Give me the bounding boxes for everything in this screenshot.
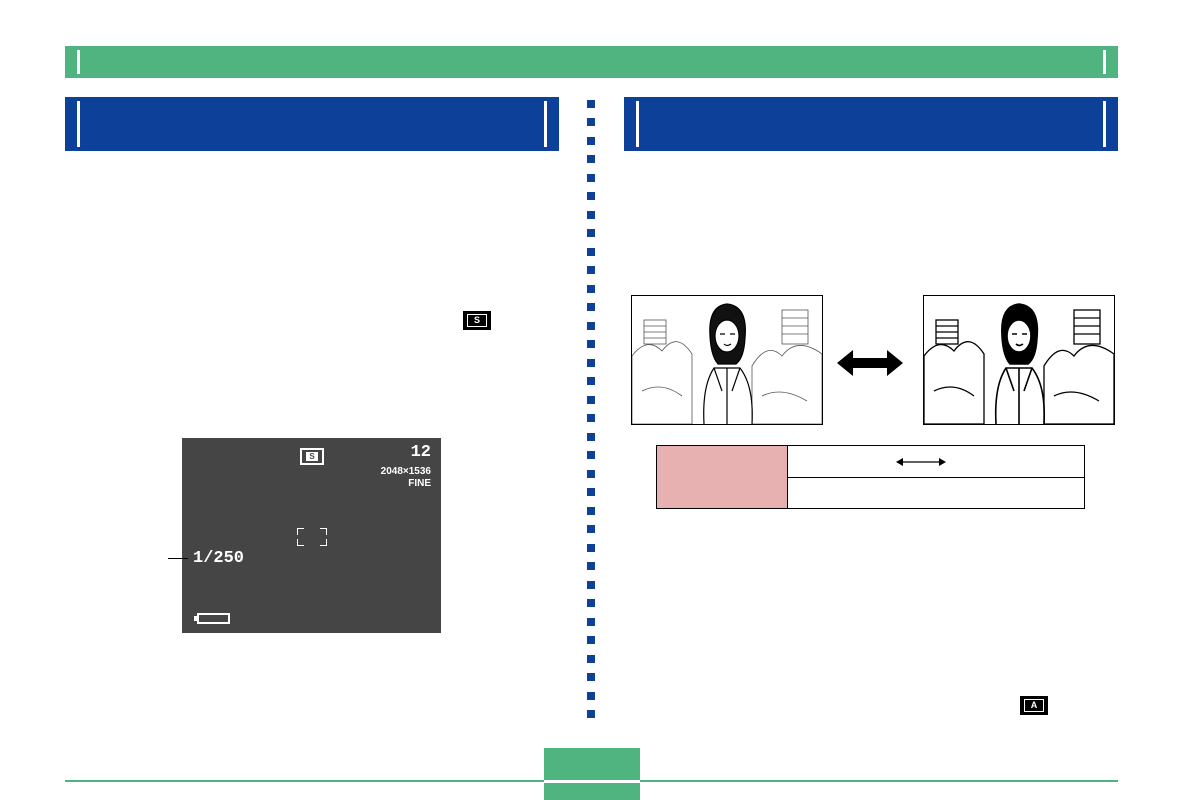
shutter-priority-mode-icon: S — [463, 311, 491, 330]
lcd-shutter-speed: 1/250 — [193, 549, 245, 568]
portrait-illustration-high-contrast — [924, 303, 1114, 424]
shutter-speed-pointer-line — [168, 558, 188, 559]
section-header-divider — [1103, 101, 1106, 147]
lcd-resolution: 2048×1536 — [380, 466, 431, 477]
header-bar-divider — [77, 50, 80, 74]
header-bar-divider — [1103, 50, 1106, 74]
section-header-divider — [77, 101, 80, 147]
camera-lcd-screen: S 12 2048×1536 FINE 1/250 — [182, 438, 441, 633]
photo-right — [923, 295, 1115, 425]
table-row — [788, 478, 1084, 508]
lcd-shots-remaining: 12 — [410, 443, 431, 462]
section-header-divider — [544, 101, 547, 147]
photo-left — [631, 295, 823, 425]
section-header-divider — [636, 101, 639, 147]
lcd-quality: FINE — [408, 478, 431, 489]
page-number-tab — [544, 748, 640, 800]
lcd-shutter-mode-icon: S — [300, 448, 324, 465]
table-row — [788, 446, 1084, 478]
top-header-bar — [65, 46, 1118, 78]
double-arrow-icon — [837, 348, 903, 383]
battery-icon — [194, 613, 230, 624]
left-section-header — [65, 97, 559, 151]
setting-comparison-table — [656, 445, 1085, 509]
table-header-cell — [657, 446, 788, 508]
auto-mode-icon: A — [1020, 696, 1048, 715]
portrait-illustration — [632, 303, 822, 424]
range-arrow-icon — [896, 458, 946, 466]
right-section-header — [624, 97, 1118, 151]
